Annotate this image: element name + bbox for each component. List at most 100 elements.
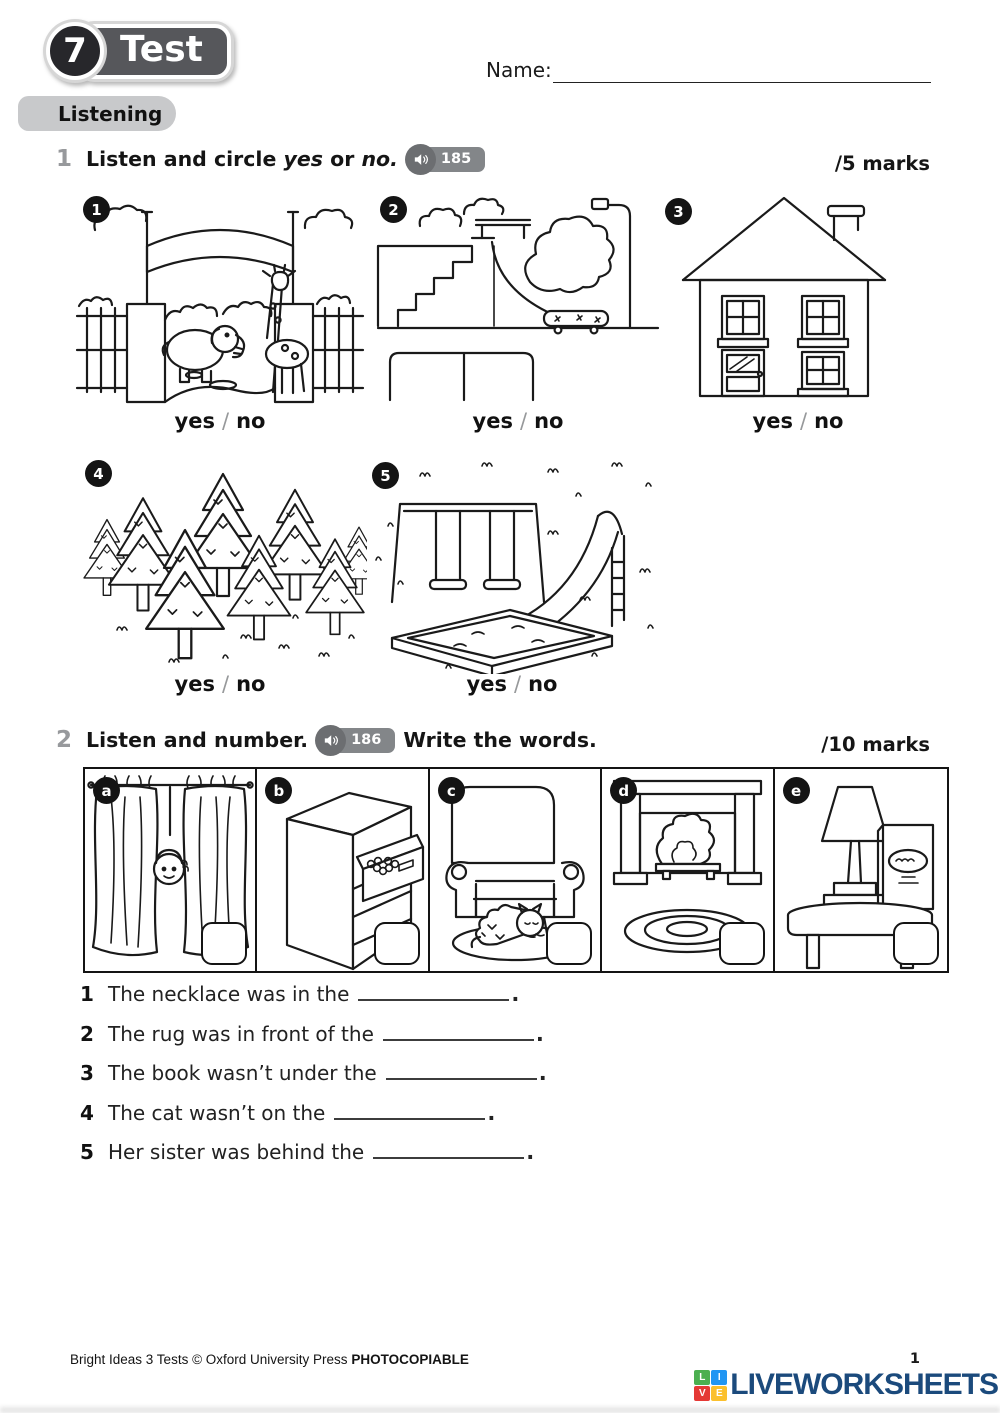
sentence-blank-5[interactable] (373, 1140, 525, 1159)
table-lamp-illustration (786, 785, 934, 970)
yesno-item-4: yes/no (73, 672, 367, 696)
activity2-instruction-1: Listen and number. (86, 728, 309, 752)
unit-test-badge: 7 Test (46, 22, 231, 80)
unit-label: Test (78, 23, 231, 79)
sentence-list: 1 The necklace was in the . 2 The rug wa… (80, 982, 547, 1180)
yesno-item-5: yes/no (362, 672, 662, 696)
picture-strip: a (83, 767, 949, 973)
sentence-number: 2 (80, 1021, 94, 1046)
sentence-number: 4 (80, 1100, 94, 1125)
speaker-icon (315, 724, 347, 756)
sentence-number: 1 (80, 982, 94, 1006)
sentence-row-5: 5 Her sister was behind the . (80, 1140, 547, 1180)
cell-drawers: b (257, 769, 430, 971)
yes-option-5[interactable]: yes (466, 672, 507, 696)
liveworksheets-logo[interactable]: L I V E LIVEWORKSHEETS (694, 1368, 999, 1402)
figure-skatepark: 2 (372, 186, 664, 408)
yes-option-3[interactable]: yes (752, 409, 793, 433)
brand-block-l: L (694, 1369, 711, 1385)
sentence-period: . (511, 982, 520, 1006)
figure-playground: 5 (362, 450, 662, 674)
activity1-instruction: Listen and circle yes or no. (86, 147, 398, 171)
cell-curtains: a (85, 769, 258, 971)
answer-box-a[interactable] (201, 922, 248, 965)
no-option-1[interactable]: no (236, 409, 266, 433)
house-illustration (681, 196, 887, 398)
no-option-4[interactable]: no (236, 672, 266, 696)
zoo-illustration (75, 204, 365, 404)
letter-badge: b (265, 777, 293, 804)
activity1-marks: /5 marks (834, 152, 930, 175)
sentence-text: Her sister was behind the (108, 1140, 365, 1164)
no-option-3[interactable]: no (814, 409, 844, 433)
letter-badge: a (93, 777, 120, 804)
sentence-number: 3 (80, 1061, 94, 1085)
sentence-text: The rug was in front of the (108, 1021, 374, 1046)
sentence-blank-1[interactable] (358, 982, 510, 1001)
answer-box-b[interactable] (373, 922, 420, 965)
sentence-blank-4[interactable] (334, 1101, 486, 1120)
sentence-blank-3[interactable] (385, 1061, 537, 1080)
brand-wordmark: LIVEWORKSHEETS (730, 1368, 999, 1401)
answer-box-c[interactable] (546, 922, 593, 965)
slash: / (519, 409, 528, 433)
sentence-number: 5 (80, 1140, 94, 1164)
fireplace-illustration (613, 779, 763, 954)
letter-badge: d (610, 777, 638, 804)
brand-block-e: E (711, 1385, 728, 1401)
sentence-blank-2[interactable] (382, 1022, 534, 1041)
slash: / (513, 672, 522, 696)
yes-option-4[interactable]: yes (174, 672, 215, 696)
figure-number-badge: 2 (380, 196, 407, 223)
sentence-period: . (538, 1061, 547, 1085)
playground-illustration (375, 462, 654, 674)
audio-play-button-185[interactable]: 185 (404, 143, 486, 175)
activity2-instruction-2: Write the words. (403, 728, 597, 752)
sentence-text: The book wasn’t under the (108, 1061, 377, 1085)
answer-box-d[interactable] (718, 922, 765, 965)
speaker-icon (404, 143, 436, 175)
sentence-row-3: 3 The book wasn’t under the . (80, 1061, 547, 1101)
brand-block-i: I (711, 1369, 728, 1385)
slash: / (221, 409, 230, 433)
page-edge-artifact (0, 1407, 1000, 1413)
figure-zoo: 1 (73, 186, 367, 408)
activity1-header: 1 Listen and circle yes or no. 185 (56, 143, 493, 175)
letter-badge: e (782, 777, 810, 804)
curtains-illustration (87, 775, 254, 957)
activity2-marks: /10 marks (821, 733, 930, 756)
sentence-text: The necklace was in the (108, 982, 350, 1006)
name-input-line[interactable] (553, 60, 931, 83)
instruction-word-yes: yes (283, 147, 323, 171)
sentence-row-4: 4 The cat wasn’t on the . (80, 1101, 547, 1141)
answer-box-e[interactable] (892, 922, 939, 965)
yes-option-2[interactable]: yes (472, 409, 513, 433)
liveworksheets-blocks-icon: L I V E (694, 1369, 728, 1401)
yesno-item-2: yes/no (372, 409, 664, 433)
figure-number-badge: 5 (372, 462, 399, 489)
audio-play-button-186[interactable]: 186 (315, 724, 396, 756)
skatepark-illustration (376, 197, 660, 402)
no-option-5[interactable]: no (528, 672, 558, 696)
no-option-2[interactable]: no (534, 409, 564, 433)
name-label: Name: (486, 58, 552, 82)
sentence-row-2: 2 The rug was in front of the . (80, 1022, 547, 1062)
sentence-period: . (526, 1140, 535, 1164)
figure-number-badge: 3 (665, 198, 692, 225)
armchair-illustration (445, 785, 585, 962)
figure-house: 3 (653, 186, 915, 408)
audio-track-number: 185 (440, 151, 472, 167)
slash: / (221, 672, 230, 696)
cell-armchair: c (430, 769, 603, 971)
photocopiable-label: PHOTOCOPIABLE (351, 1352, 469, 1367)
forest-illustration (83, 472, 367, 663)
cell-fireplace: d (602, 769, 775, 971)
figure-number-badge: 4 (85, 460, 112, 487)
sentence-period: . (535, 1021, 544, 1046)
yes-option-1[interactable]: yes (174, 409, 215, 433)
brand-block-v: V (694, 1385, 711, 1401)
figure-number-badge: 1 (83, 196, 110, 223)
letter-badge: c (437, 777, 465, 804)
sentence-row-1: 1 The necklace was in the . (80, 982, 547, 1022)
activity2-number: 2 (56, 727, 73, 753)
